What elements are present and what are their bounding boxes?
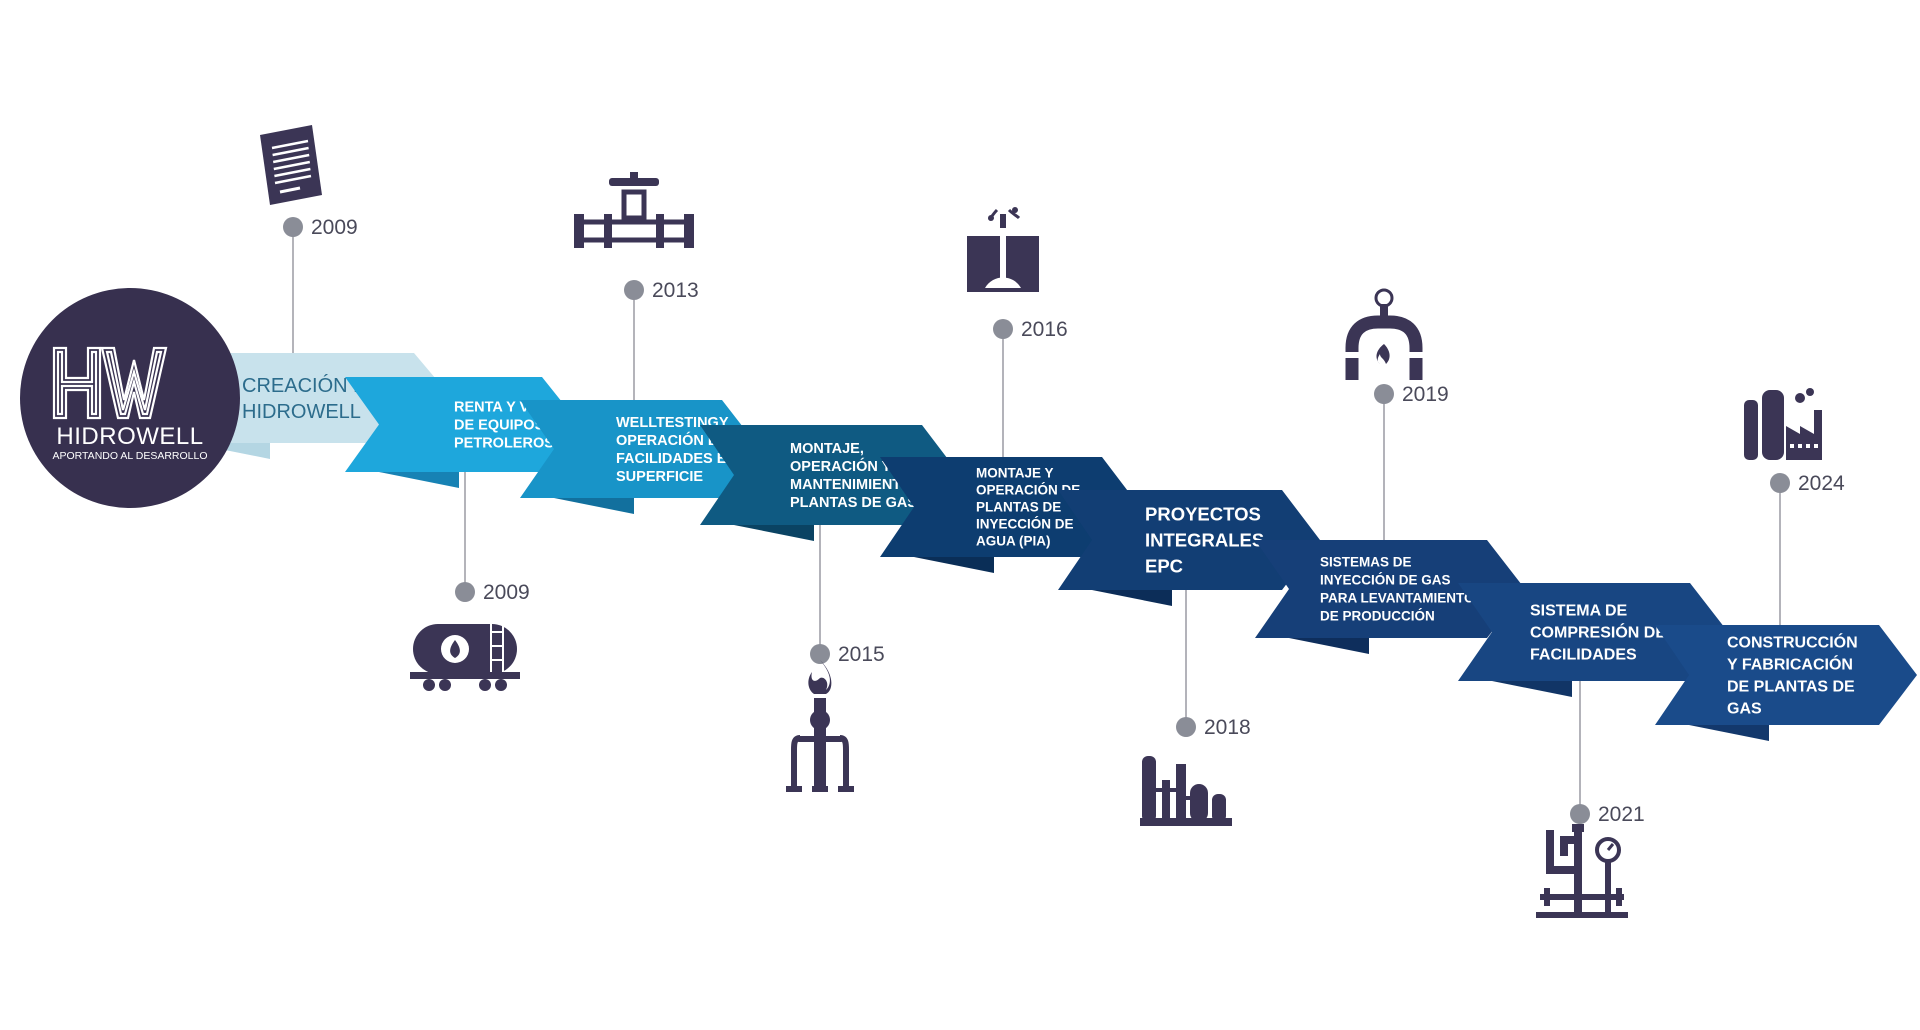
milestone-year: 2019 <box>1402 383 1449 406</box>
stage-label-line: SUPERFICIE <box>616 469 703 485</box>
milestone-2016: 2016 <box>967 207 1068 341</box>
stage-label-line: CREACIÓN DE <box>242 374 381 397</box>
logo-name: HIDROWELL <box>56 423 203 450</box>
connector-lines <box>292 227 1781 814</box>
milestone-dot <box>1374 384 1394 404</box>
stage-label-line: PARA LEVANTAMIENTO <box>1320 591 1475 606</box>
stage-label-line: MONTAJE Y <box>976 466 1054 481</box>
timeline-stage-5: MONTAJE Y OPERACIÓN DE PLANTAS DE INYECCIÓN… <box>880 457 1140 573</box>
stage-fold <box>914 557 994 573</box>
milestone-2019: 2019 <box>1344 288 1449 406</box>
stage-label-line: SISTEMAS DE <box>1320 555 1412 570</box>
stage-fold <box>734 525 814 541</box>
stage-fold <box>1289 638 1369 654</box>
pressure-gauge-pipes-icon <box>1536 824 1628 918</box>
stage-fold <box>1492 681 1572 697</box>
milestone-year: 2009 <box>483 581 530 604</box>
stage-label-line: OPERACIÓN DE <box>616 431 728 449</box>
stage-label-line: SISTEMA DE <box>1530 603 1628 620</box>
stage-label-line: WELLTESTINGY <box>616 415 729 431</box>
logo-tagline: APORTANDO AL DESARROLLO <box>52 450 207 462</box>
milestone-2013: 2013 <box>574 172 699 302</box>
milestone-dot <box>455 582 475 602</box>
stage-label-line: PLANTAS DE <box>976 500 1061 515</box>
stage-fold <box>1092 590 1172 606</box>
stage-label-line: PETROLEROS <box>454 436 554 452</box>
stage-arrow <box>520 400 760 498</box>
stage-label-line: MONTAJE, <box>790 441 864 457</box>
document-icon <box>260 125 322 205</box>
milestone-year: 2009 <box>311 216 358 239</box>
milestone-dot <box>1176 717 1196 737</box>
stage-label-line: Y FABRICACIÓN <box>1727 655 1853 674</box>
stage-label-line: PLANTAS DE GAS <box>790 495 917 511</box>
milestone-dot <box>624 280 644 300</box>
stage-label-line: DE PLANTAS DE <box>1727 679 1855 696</box>
stage-arrow <box>700 425 960 525</box>
timeline-stage-7: SISTEMAS DE INYECCIÓN DE GAS PARA LEVANTAM… <box>1255 540 1525 654</box>
milestones: 2009 2009 2013 2015 2016 2018 2019 2021 2024 <box>260 125 1845 918</box>
refinery-plant-icon <box>1140 756 1232 826</box>
milestone-year: 2013 <box>652 279 699 302</box>
stage-arrow <box>880 457 1140 557</box>
stage-label-line: HIDROWELL <box>242 401 361 423</box>
milestone-dot <box>1570 804 1590 824</box>
gas-heater-pipe-icon <box>1344 288 1424 380</box>
stage-label-line: INTEGRALES <box>1145 529 1264 550</box>
milestone-2021: 2021 <box>1536 803 1645 918</box>
milestone-2009: 2009 <box>410 581 530 691</box>
stage-label-line: FACILIDADES <box>1530 647 1637 664</box>
gas-flare-icon <box>786 660 854 792</box>
tanker-wagon-icon <box>410 614 520 691</box>
stage-arrow <box>1458 583 1728 681</box>
timeline-stage-9: CONSTRUCCIÓN Y FABRICACIÓN DE PLANTAS DE GA… <box>1655 625 1917 741</box>
stage-label-line: INYECCIÓN DE GAS <box>1320 573 1451 588</box>
stage-label-line: DE EQUIPOS <box>454 418 545 434</box>
milestone-dot <box>810 644 830 664</box>
stage-label-line: OPERACIÓN DE <box>976 483 1080 498</box>
milestone-dot <box>993 319 1013 339</box>
hidrowell-logo: HIDROWELL APORTANDO AL DESARROLLO <box>20 288 240 508</box>
logo-hw-mark <box>52 346 168 420</box>
stage-label-line: DE PRODUCCIÓN <box>1320 609 1435 624</box>
stage-arrow <box>1655 625 1917 725</box>
pipeline-valve-icon <box>574 172 694 248</box>
milestone-dot <box>283 217 303 237</box>
stage-arrow <box>1255 540 1525 638</box>
timeline-stage-8: SISTEMA DE COMPRESIÓN DE FACILIDADES <box>1458 583 1728 697</box>
stage-label-line: AGUA (PIA) <box>976 534 1051 549</box>
stage-label-line: COMPRESIÓN DE <box>1530 623 1666 642</box>
milestone-year: 2018 <box>1204 716 1251 739</box>
milestone-year: 2016 <box>1021 318 1068 341</box>
gas-factory-icon <box>1744 388 1822 460</box>
stage-label-line: GAS <box>1727 701 1762 718</box>
stage-label-line: FACILIDADES EN <box>616 451 737 467</box>
stage-label-line: OPERACIÓN Y <box>790 457 892 475</box>
stage-fold <box>554 498 634 514</box>
stage-fold <box>379 472 459 488</box>
milestone-2024: 2024 <box>1744 388 1845 495</box>
milestone-2018: 2018 <box>1140 716 1251 826</box>
water-injection-well-icon <box>967 207 1039 292</box>
stage-label-line: CONSTRUCCIÓN <box>1727 633 1858 652</box>
stage-label-line: PROYECTOS <box>1145 503 1261 524</box>
milestone-2015: 2015 <box>786 643 885 792</box>
stage-label-line: INYECCIÓN DE <box>976 517 1074 532</box>
stage-arrow <box>1058 490 1320 590</box>
milestone-year: 2021 <box>1598 803 1645 826</box>
milestone-2009: 2009 <box>260 125 358 239</box>
milestone-dot <box>1770 473 1790 493</box>
milestone-year: 2015 <box>838 643 885 666</box>
milestone-year: 2024 <box>1798 472 1845 495</box>
stage-fold <box>1689 725 1769 741</box>
stage-label-line: EPC <box>1145 555 1183 576</box>
timeline-stage-6: PROYECTOS INTEGRALES EPC <box>1058 490 1320 606</box>
